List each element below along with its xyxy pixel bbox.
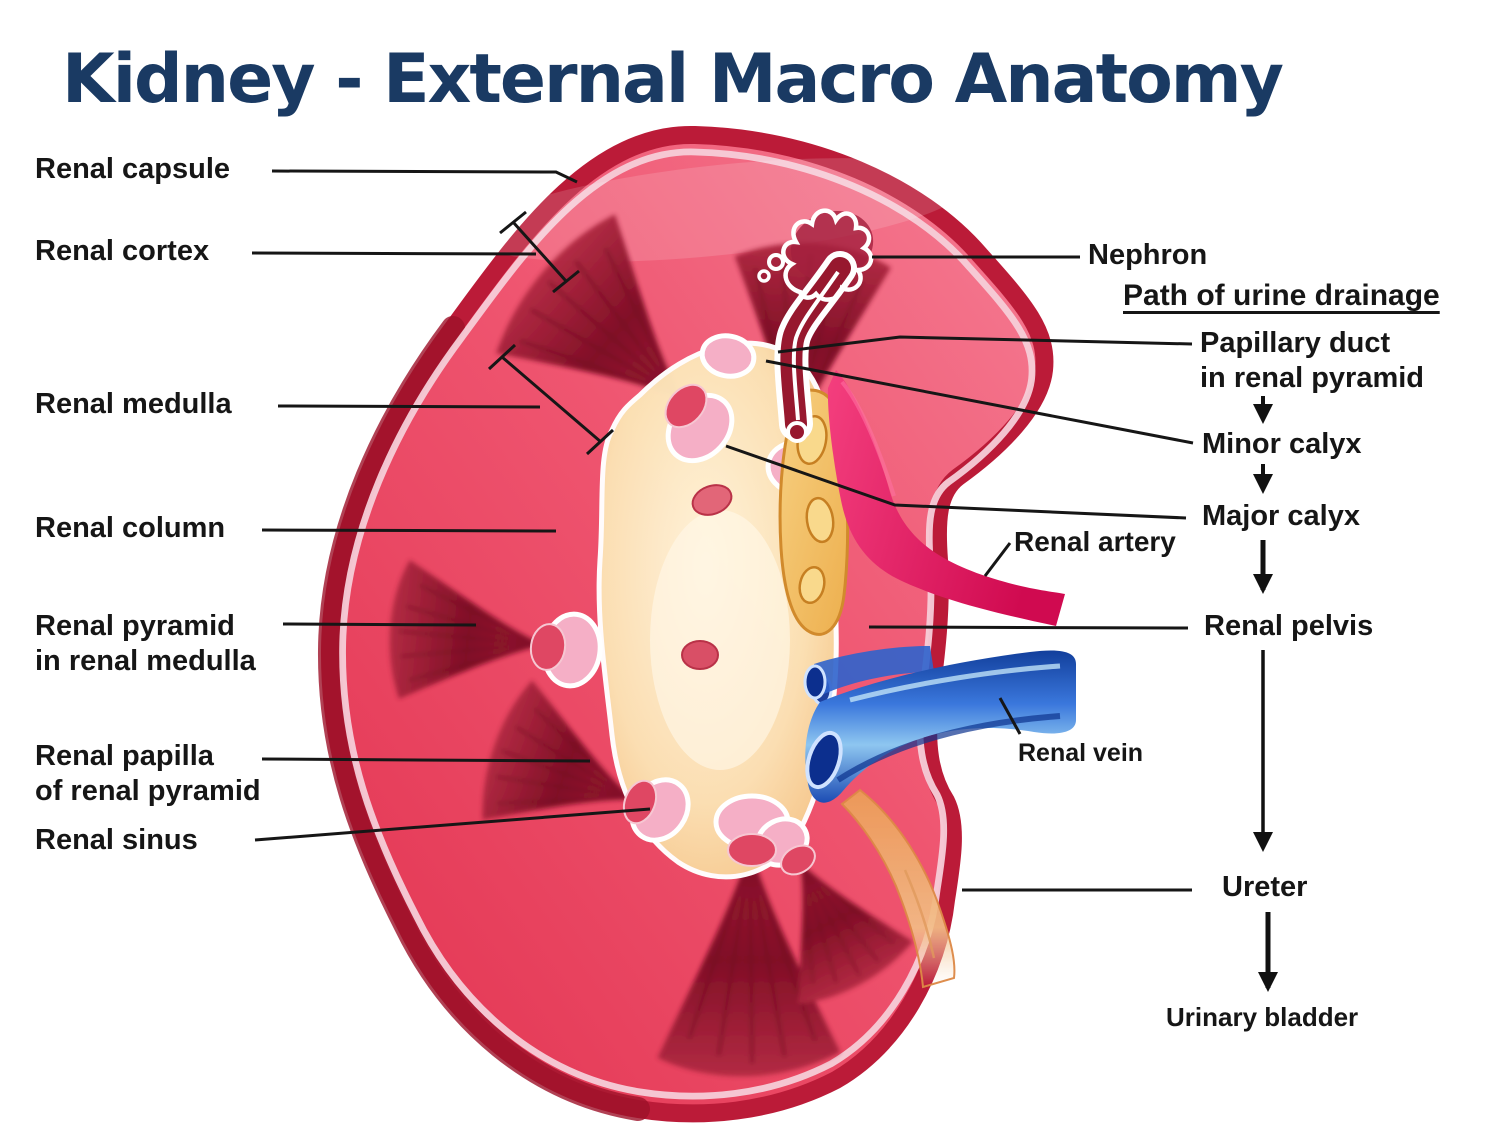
label-renal-papilla: Renal papilla of renal pyramid xyxy=(35,739,261,809)
label-renal-capsule: Renal capsule xyxy=(35,153,231,185)
renal-papillae xyxy=(529,383,816,876)
slide-title: Kidney - External Macro Anatomy xyxy=(62,40,1284,119)
label-nephron: Nephron xyxy=(1088,239,1208,271)
leader-renal-sinus xyxy=(254,807,651,842)
label-renal-papilla-line2: of renal pyramid xyxy=(35,775,261,807)
label-renal-pyramid-line1: Renal pyramid xyxy=(35,610,235,642)
ureter-tube xyxy=(840,788,956,989)
label-renal-vein: Renal vein xyxy=(1018,739,1144,767)
label-papillary-duct: Papillary duct in renal pyramid xyxy=(1200,326,1424,396)
flow-arrows xyxy=(1253,396,1278,992)
label-renal-sinus: Renal sinus xyxy=(35,824,198,856)
label-minor-calyx: Minor calyx xyxy=(1202,428,1362,460)
label-renal-artery: Renal artery xyxy=(1014,526,1176,557)
glomerulus-squiggle xyxy=(781,208,874,302)
leader-renal-cortex xyxy=(251,251,537,256)
label-renal-medulla: Renal medulla xyxy=(35,388,232,420)
label-renal-pelvis: Renal pelvis xyxy=(1204,610,1374,642)
label-renal-papilla-line1: Renal papilla xyxy=(35,740,214,772)
label-papillary-duct-line1: Papillary duct xyxy=(1200,327,1391,359)
label-ureter: Ureter xyxy=(1222,871,1308,903)
leader-renal-pyramid xyxy=(282,622,477,627)
label-renal-pyramid-line2: in renal medulla xyxy=(35,645,256,677)
renal-artery-shape xyxy=(827,370,1065,626)
nephron-tubule xyxy=(757,208,874,443)
leader-renal-pelvis xyxy=(868,625,1189,630)
label-papillary-duct-line2: in renal pyramid xyxy=(1200,362,1425,394)
label-urinary-bladder: Urinary bladder xyxy=(1166,1002,1359,1032)
leader-minor-calyx xyxy=(765,359,1194,445)
leader-lines xyxy=(251,169,1194,892)
flow-heading: Path of urine drainage xyxy=(1123,279,1440,312)
leader-renal-artery xyxy=(983,542,1012,577)
leader-renal-medulla xyxy=(277,404,541,409)
label-renal-column: Renal column xyxy=(35,512,226,544)
hilar-fat xyxy=(778,388,850,636)
leader-renal-column xyxy=(261,528,557,533)
leader-papillary-duct xyxy=(777,335,1193,354)
leader-renal-papilla xyxy=(261,757,591,763)
leader-major-calyx xyxy=(725,444,1187,520)
leader-renal-vein xyxy=(998,697,1022,735)
renal-vein-shape xyxy=(803,646,1076,803)
label-renal-cortex: Renal cortex xyxy=(35,235,210,267)
leader-renal-capsule xyxy=(271,169,578,184)
label-renal-pyramid: Renal pyramid in renal medulla xyxy=(35,609,256,679)
label-major-calyx: Major calyx xyxy=(1202,500,1360,532)
